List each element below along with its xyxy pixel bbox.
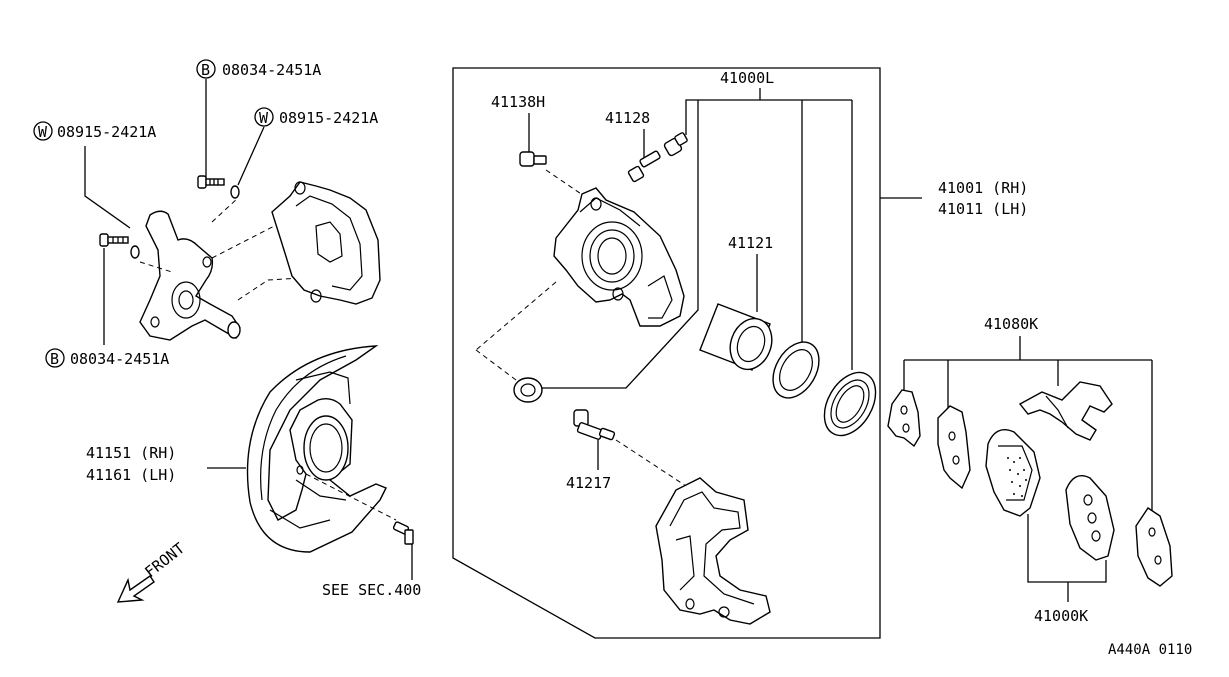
see-section-note[interactable]: SEE SEC.400 xyxy=(322,581,421,599)
washer-badge xyxy=(254,107,274,127)
front-arrow-icon xyxy=(116,575,155,603)
part-number: 08034-2451A xyxy=(222,61,321,79)
brake-pad-outer[interactable] xyxy=(1065,475,1115,561)
leader-line xyxy=(540,100,699,389)
bleeder-label[interactable]: 41138H xyxy=(491,93,545,111)
slide-pin-icon[interactable] xyxy=(573,409,616,441)
caliper-rh-label[interactable]: 41001 (RH) xyxy=(938,179,1028,197)
screw-icon[interactable] xyxy=(392,521,414,545)
washer-badge xyxy=(33,121,53,141)
assembly-line xyxy=(305,473,397,521)
washer-icon[interactable] xyxy=(230,185,240,199)
washer-icon[interactable] xyxy=(130,245,140,259)
piston-icon[interactable] xyxy=(699,303,779,375)
caliper-assembly-frame xyxy=(452,67,881,639)
piston-label[interactable]: 41121 xyxy=(728,234,773,252)
assembly-line xyxy=(475,281,557,351)
caliper-body[interactable] xyxy=(553,187,685,327)
pad-kit-label[interactable]: 41000K xyxy=(1034,607,1088,625)
shim-icon[interactable] xyxy=(937,405,971,490)
brake-pad-inner[interactable] xyxy=(985,429,1041,517)
front-label: FRONT xyxy=(141,539,188,581)
part-number: 08915-2421A xyxy=(57,123,156,141)
piston-seal-icon[interactable] xyxy=(764,334,829,406)
bolt-badge-letter: B xyxy=(50,350,59,368)
shim-icon[interactable] xyxy=(887,389,921,448)
drawing-code: A440A 0110 xyxy=(1108,642,1192,658)
bolt-label-bottom[interactable]: B 08034-2451A xyxy=(45,348,169,368)
washer-label-right[interactable]: W 08915-2421A xyxy=(254,107,378,127)
bleeder-screw-icon[interactable] xyxy=(519,151,547,167)
torque-member[interactable] xyxy=(655,477,771,625)
bracket-line xyxy=(1027,514,1107,583)
dust-seal-icon[interactable] xyxy=(814,364,886,445)
plate-lh-label[interactable]: 41161 (LH) xyxy=(86,466,176,484)
steering-knuckle[interactable] xyxy=(139,210,241,341)
pin-boot-icon[interactable] xyxy=(513,377,543,403)
slide-pin-label[interactable]: 41217 xyxy=(566,474,611,492)
bolt-label-top[interactable]: B 08034-2451A xyxy=(196,59,321,79)
assembly-line xyxy=(211,197,239,223)
assembly-line xyxy=(615,439,687,487)
assembly-line xyxy=(237,277,301,301)
part-number: 08034-2451A xyxy=(70,350,169,368)
bolt-icon[interactable] xyxy=(99,233,129,247)
bolt-badge-letter: B xyxy=(201,61,210,79)
bolt-badge xyxy=(196,59,216,79)
washer-badge-letter: W xyxy=(38,123,48,141)
assembly-line xyxy=(139,261,173,273)
guide-pin-icon[interactable] xyxy=(627,132,688,183)
assembly-line xyxy=(475,349,517,381)
pad-clip-icon[interactable] xyxy=(1018,381,1113,441)
shim-icon[interactable] xyxy=(1135,507,1173,587)
shim-kit-label[interactable]: 41080K xyxy=(984,315,1038,333)
seal-kit-label[interactable]: 41000L xyxy=(720,69,774,87)
leader-line xyxy=(237,126,265,186)
leader-line xyxy=(84,146,131,229)
part-number: 08915-2421A xyxy=(279,109,378,127)
plate-rh-label[interactable]: 41151 (RH) xyxy=(86,444,176,462)
caliper-bracket-knuckle[interactable] xyxy=(271,181,381,305)
washer-label-left[interactable]: W 08915-2421A xyxy=(33,121,156,141)
bracket-line xyxy=(685,99,852,135)
washer-badge-letter: W xyxy=(259,109,269,127)
bolt-badge xyxy=(45,348,65,368)
dust-shield-plate[interactable] xyxy=(246,345,387,553)
bolt-icon[interactable] xyxy=(197,175,225,189)
pin-41128-label[interactable]: 41128 xyxy=(605,109,650,127)
caliper-lh-label[interactable]: 41011 (LH) xyxy=(938,200,1028,218)
assembly-line xyxy=(211,221,283,259)
